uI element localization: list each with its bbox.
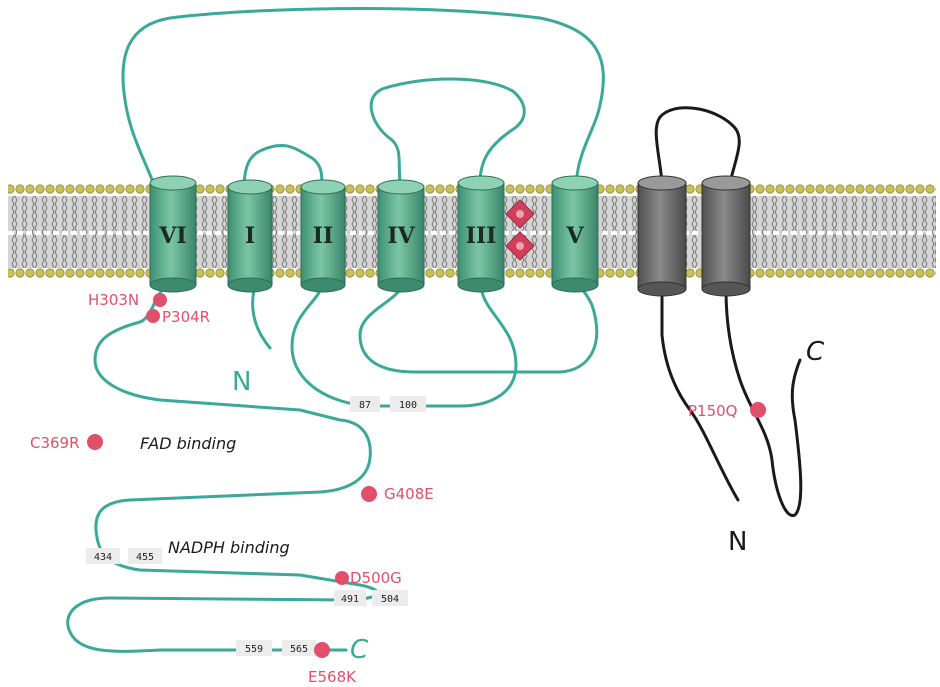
mutation-marker-g408e	[361, 486, 377, 502]
p22-c-terminus-label: C	[806, 337, 825, 367]
helix-iv: IV	[377, 179, 425, 293]
p22-extracellular-loop	[654, 106, 741, 185]
mutation-marker-p304r	[146, 309, 160, 323]
p22-n-terminus-label: N	[728, 527, 747, 557]
mutation-label-p304r: P304R	[162, 308, 210, 326]
mutation-marker-e568k	[314, 642, 330, 658]
mutation-marker-c369r	[87, 434, 103, 450]
loop-v-vi-outer	[121, 7, 605, 187]
svg-text:491: 491	[341, 594, 359, 605]
n-terminal-tail	[251, 288, 272, 350]
fad-binding-label: FAD binding	[140, 434, 236, 453]
helix-v: V	[551, 175, 599, 293]
heme-icon-lower	[505, 231, 535, 261]
gp91-n-terminus-label: N	[232, 367, 251, 397]
mutation-label-d500g: D500G	[350, 569, 402, 587]
helix-i: I	[227, 179, 273, 293]
mutation-marker-p150q	[750, 402, 766, 418]
helix-iii-label: III	[466, 223, 497, 249]
heme-icon-upper	[505, 199, 535, 229]
helix-vi-label: VI	[158, 223, 186, 249]
loop-iii-v-inner	[358, 281, 599, 374]
helix-ii: II	[300, 179, 346, 293]
mutation-label-e568k: E568K	[308, 668, 357, 686]
residue-number-434: 434	[86, 548, 120, 564]
p22-n-tail	[660, 288, 740, 502]
svg-text:504: 504	[381, 594, 399, 605]
mutation-marker-d500g	[335, 571, 349, 585]
p22phox-helix-2	[701, 175, 751, 297]
mutation-label-c369r: C369R	[30, 434, 80, 452]
c-terminal-tail	[66, 288, 380, 653]
helix-iv-label: IV	[387, 223, 415, 249]
loop-ii-iv-inner	[290, 281, 518, 408]
p22phox-chain	[654, 106, 803, 517]
mutation-marker-h303n	[153, 293, 167, 307]
svg-text:100: 100	[399, 400, 417, 411]
helix-v-label: V	[565, 223, 584, 249]
svg-text:87: 87	[359, 400, 371, 411]
p22-c-tail	[724, 288, 803, 517]
residue-number-559: 559	[236, 640, 272, 656]
mutation-star-icon	[87, 293, 766, 658]
svg-text:565: 565	[290, 644, 308, 655]
mutation-label-h303n: H303N	[88, 291, 139, 309]
helix-i-label: I	[245, 223, 255, 249]
mutation-label-p150q: P150Q	[688, 402, 737, 420]
residue-number-100: 100	[390, 396, 426, 412]
nadph-binding-label: NADPH binding	[168, 538, 290, 557]
p22phox-helix-1	[637, 175, 687, 297]
svg-text:559: 559	[245, 644, 263, 655]
helix-vi: VI	[149, 175, 197, 293]
helix-iii: III	[457, 175, 505, 293]
loop-iv-iii-outer	[369, 77, 526, 185]
helix-ii-label: II	[313, 223, 334, 249]
loop-i-ii-outer	[242, 144, 324, 192]
residue-number-455: 455	[128, 548, 162, 564]
svg-text:434: 434	[94, 552, 112, 563]
mutation-label-g408e: G408E	[384, 485, 434, 503]
gp91-c-terminus-label: C	[350, 635, 369, 665]
residue-number-565: 565	[282, 640, 316, 656]
residue-number-87: 87	[350, 396, 380, 412]
svg-text:455: 455	[136, 552, 154, 563]
residue-number-504: 504	[372, 590, 408, 606]
residue-number-491: 491	[334, 590, 366, 606]
